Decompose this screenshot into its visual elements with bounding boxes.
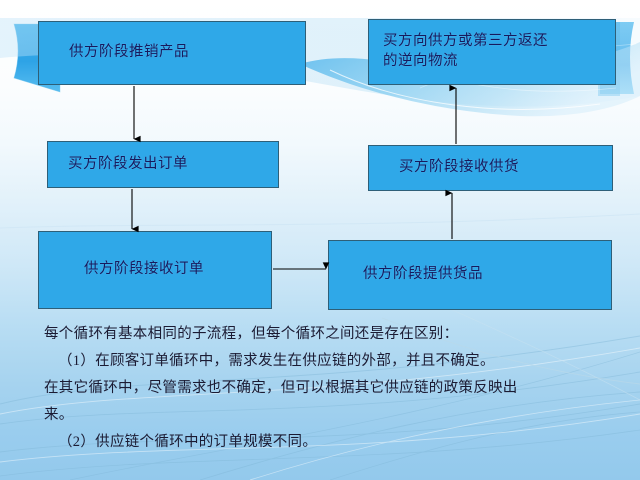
body-line-5: （2）供应链个循环中的订单规模不同。 xyxy=(58,433,318,450)
body-line-4: 来。 xyxy=(44,406,74,423)
horizon-line xyxy=(0,213,640,229)
flow-box-label: 买方向供方或第三方返还 的逆向物流 xyxy=(383,33,548,69)
explanatory-text-block: 每个循环有基本相同的子流程，但每个循环之间还是存在区别： （1）在顾客订单循环中… xyxy=(44,322,604,457)
flow-box-label: 买方阶段接收供货 xyxy=(399,159,519,176)
flow-box-label: 买方阶段发出订单 xyxy=(68,155,188,172)
flow-box-buyer-issues-order[interactable]: 买方阶段发出订单 xyxy=(47,141,279,188)
flow-box-label: 供方阶段接收订单 xyxy=(84,261,204,278)
flow-box-label: 供方阶段提供货品 xyxy=(363,266,483,283)
body-line-2: （1）在顾客订单循环中，需求发生在供应链的外部，并且不确定。 xyxy=(58,352,495,369)
body-line-3: 在其它循环中，尽管需求也不确定，但可以根据其它供应链的政策反映出 xyxy=(44,379,518,396)
flow-box-reverse-logistics[interactable]: 买方向供方或第三方返还 的逆向物流 xyxy=(368,19,616,85)
flow-box-buyer-receives-supply[interactable]: 买方阶段接收供货 xyxy=(368,145,613,191)
flow-box-label: 供方阶段推销产品 xyxy=(69,44,189,61)
flow-box-supplier-provides-goods[interactable]: 供方阶段提供货品 xyxy=(328,240,612,310)
flow-box-supplier-promotes[interactable]: 供方阶段推销产品 xyxy=(38,21,306,85)
flow-box-supplier-receives-order[interactable]: 供方阶段接收订单 xyxy=(38,231,272,309)
body-line-1: 每个循环有基本相同的子流程，但每个循环之间还是存在区别： xyxy=(44,326,459,342)
